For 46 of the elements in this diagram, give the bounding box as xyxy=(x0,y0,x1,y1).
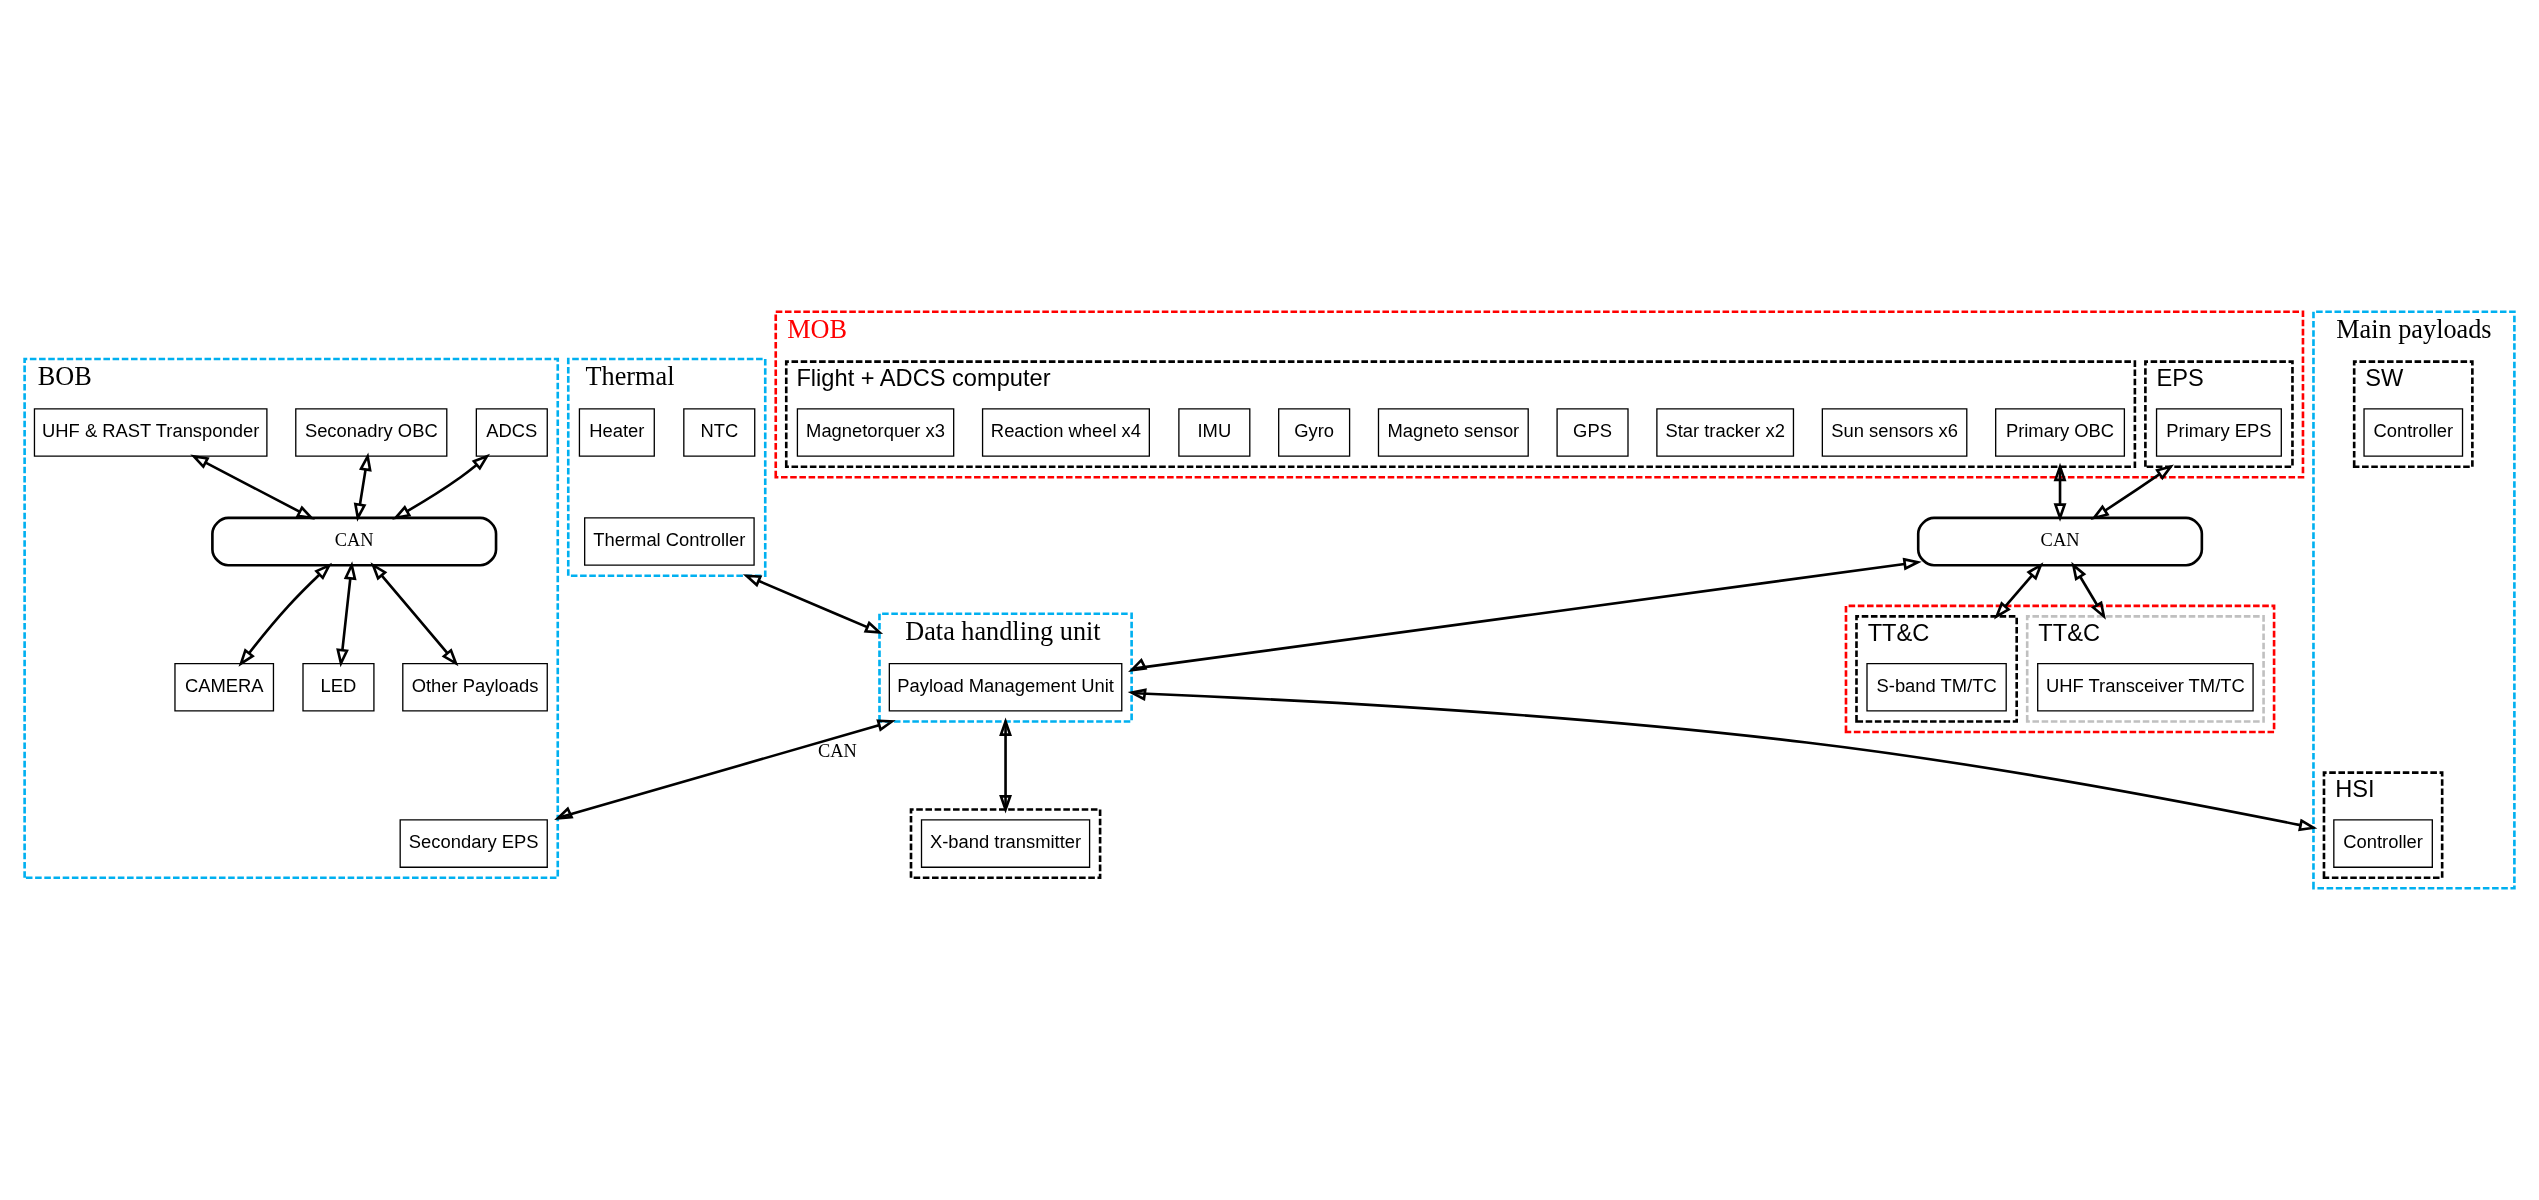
arrow xyxy=(1994,562,2044,620)
node-box: Primary EPS xyxy=(2155,408,2282,457)
cluster xyxy=(909,808,1102,880)
node-box: Star tracker x2 xyxy=(1656,408,1795,457)
node-box: Primary OBC xyxy=(1995,408,2126,457)
arrow xyxy=(2053,462,2067,522)
node-box: Controller xyxy=(2333,819,2433,868)
node-box: LED xyxy=(302,663,375,712)
node-box: Payload Management Unit xyxy=(888,663,1123,712)
arrow xyxy=(1128,557,1922,672)
arrow xyxy=(353,452,372,522)
node-box: Reaction wheel x4 xyxy=(981,408,1150,457)
node-box: CAMERA xyxy=(174,663,275,712)
arrow xyxy=(336,561,357,668)
node-box: S-band TM/TC xyxy=(1866,663,2007,712)
node-box: Seconadry OBC xyxy=(295,408,448,457)
node-box: ADCS xyxy=(475,408,548,457)
arrow xyxy=(742,574,884,634)
node-box: Magnetorquer x3 xyxy=(796,408,955,457)
arrow xyxy=(2090,464,2174,521)
node-box: Thermal Controller xyxy=(584,517,755,566)
edge-label: CAN xyxy=(818,741,857,762)
arrow xyxy=(392,453,490,520)
node-box: X-band transmitter xyxy=(920,819,1091,868)
node-box: UHF & RAST Transponder xyxy=(33,408,268,457)
node-box: GPS xyxy=(1556,408,1629,457)
node-box: Sun sensors x6 xyxy=(1821,408,1968,457)
node-box: Secondary EPS xyxy=(399,819,548,868)
arrow xyxy=(999,717,1012,814)
node-box: CAN xyxy=(211,516,498,567)
arrow xyxy=(370,562,459,667)
arrow xyxy=(1127,688,2318,832)
node-box: UHF Transceiver TM/TC xyxy=(2037,663,2254,712)
node-box: Magneto sensor xyxy=(1377,408,1529,457)
arrow xyxy=(238,562,333,667)
node-box: Gyro xyxy=(1278,408,1351,457)
arrow xyxy=(554,719,896,821)
arrow xyxy=(2071,561,2106,620)
node-box: CAN xyxy=(1916,516,2204,567)
node-box: Heater xyxy=(578,408,655,457)
node-box: Other Payloads xyxy=(402,663,548,712)
node-box: Controller xyxy=(2363,408,2464,457)
cluster xyxy=(1844,604,2276,734)
node-box: NTC xyxy=(683,408,756,457)
node-box: IMU xyxy=(1178,408,1251,457)
arrow xyxy=(190,454,315,520)
